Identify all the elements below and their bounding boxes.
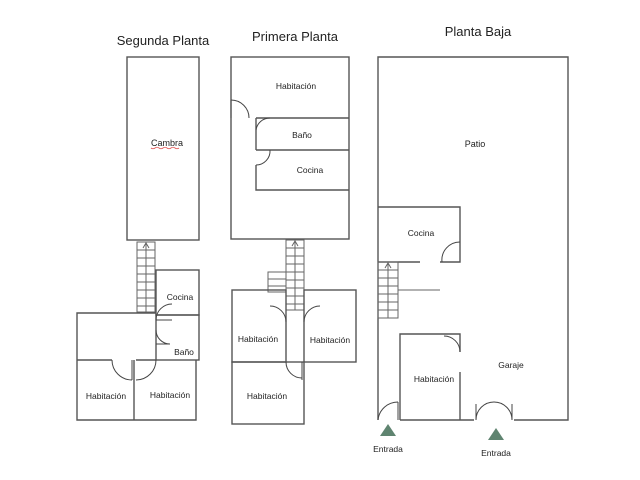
label-bano-first: Baño [292,130,312,140]
label-garaje: Garaje [498,360,524,370]
door-bano-first [255,117,271,131]
entrance-marker-right [488,428,504,440]
door-entrance-left [377,401,399,421]
label-patio: Patio [465,139,486,149]
block-upper-first [230,56,350,240]
stairs-first-floor [267,239,305,311]
room-cambra [126,56,200,241]
title-ground-floor: Planta Baja [445,24,512,39]
door-habitacion-right-second [135,359,157,381]
second-floor-plan: Cambra Cocina Baño [76,56,200,421]
entrance-marker-left [380,424,396,436]
label-cocina-second: Cocina [167,292,194,302]
label-entrance-right: Entrada [481,448,511,458]
outer-walls-ground [377,56,569,421]
label-bano-second: Baño [174,347,194,357]
stairs-second-floor [136,241,156,313]
label-habitacion-ground: Habitación [414,374,454,384]
label-habitacion-right-first: Habitación [310,335,350,345]
ground-floor-plan: Patio Cocina Habitación Garaje [373,56,569,458]
room-habitacion-left-first [231,289,287,363]
hall-walls-second [76,312,197,421]
stairs-ground-floor [377,261,440,319]
label-habitacion-left-first: Habitación [238,334,278,344]
door-cocina-ground [441,241,461,263]
door-bano-second [155,329,171,345]
label-habitacion-right-second: Habitación [150,390,190,400]
door-habitacion-left-first [269,305,287,323]
door-habitacion-bottom-first [285,361,303,379]
door-entrance-garage-right [493,401,513,421]
label-entrance-left: Entrada [373,444,403,454]
room-habitacion-bottom-first [231,361,305,425]
label-cocina-ground: Cocina [408,228,435,238]
door-habitacion-right-first [303,305,321,323]
door-habitacion-left-second [111,359,133,381]
door-cocina-second [155,303,173,321]
label-habitacion-bottom-first: Habitación [247,391,287,401]
title-first-floor: Primera Planta [252,29,339,44]
label-habitacion-left-second: Habitación [86,391,126,401]
spellcheck-underline [150,146,180,150]
label-cambra: Cambra [151,138,183,148]
room-cocina-ground [378,206,461,263]
door-cocina-first [255,149,271,166]
room-habitacion-right-first [303,289,357,363]
first-floor-plan: Habitación Baño Cocina [230,56,357,425]
label-cocina-first: Cocina [297,165,324,175]
door-habitacion-top-first [230,99,250,119]
room-habitacion-ground [399,333,461,420]
label-habitacion-top-first: Habitación [276,81,316,91]
room-bano-second [155,314,200,361]
door-entrance-garage-left [475,401,495,421]
door-habitacion-ground [443,335,461,353]
title-second-floor: Segunda Planta [117,33,210,48]
